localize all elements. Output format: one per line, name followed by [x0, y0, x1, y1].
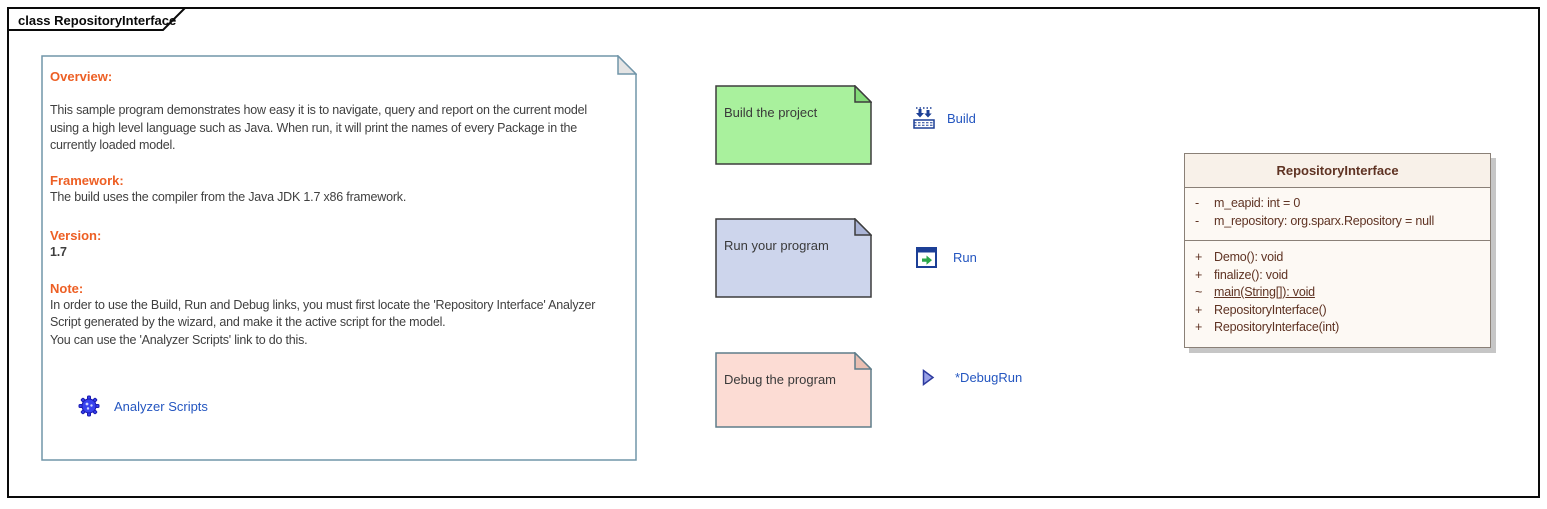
methods-compartment: + Demo(): void + finalize(): void ~ main…	[1185, 240, 1490, 347]
run-link[interactable]: Run	[953, 250, 977, 265]
attribute-text: m_repository: org.sparx.Repository = nul…	[1214, 213, 1435, 228]
analyzer-scripts-link[interactable]: Analyzer Scripts	[114, 398, 208, 414]
overview-body: This sample program demonstrates how eas…	[50, 103, 587, 152]
method-row: + RepositoryInterface()	[1185, 302, 1486, 320]
overview-heading: Overview:	[50, 69, 113, 84]
sticky-note-debug[interactable]: Debug the program	[715, 352, 872, 428]
visibility-symbol: -	[1195, 196, 1199, 210]
build-link[interactable]: Build	[947, 110, 976, 126]
method-text-static: main(String[]): void	[1214, 285, 1315, 299]
method-text: Demo(): void	[1214, 250, 1284, 264]
note-body: In order to use the Build, Run and Debug…	[50, 297, 596, 347]
framework-heading: Framework:	[50, 172, 124, 188]
build-icon	[913, 107, 935, 129]
attributes-compartment: - m_eapid: int = 0 - m_repository: org.s…	[1185, 188, 1490, 240]
method-row: + finalize(): void	[1185, 267, 1486, 285]
frame-label: class RepositoryInterface	[18, 13, 177, 28]
class-title: RepositoryInterface	[1276, 163, 1399, 178]
visibility-symbol: +	[1195, 320, 1203, 334]
class-repositoryinterface[interactable]: RepositoryInterface - m_eapid: int = 0 -…	[1184, 153, 1491, 348]
method-text: finalize(): void	[1214, 267, 1288, 282]
method-row: + Demo(): void	[1185, 249, 1486, 267]
documentation-note[interactable]: Overview: This sample program demonstrat…	[41, 55, 637, 461]
analyzer-scripts-link-row: Analyzer Scripts	[78, 395, 617, 417]
note-content: Overview: This sample program demonstrat…	[50, 68, 617, 417]
note-shape	[715, 352, 872, 428]
visibility-symbol: +	[1195, 267, 1203, 282]
attribute-text: m_eapid: int = 0	[1214, 196, 1301, 210]
sticky-note-build[interactable]: Build the project	[715, 85, 872, 165]
sticky-note-text: Run your program	[724, 238, 829, 253]
debug-run-link[interactable]: *DebugRun	[955, 370, 1023, 385]
method-text: RepositoryInterface()	[1214, 302, 1327, 317]
visibility-symbol: ~	[1195, 285, 1203, 299]
class-header: RepositoryInterface	[1185, 154, 1490, 188]
build-link-row: Build	[913, 107, 976, 129]
version-heading: Version:	[50, 228, 102, 243]
visibility-symbol: -	[1195, 213, 1199, 228]
version-body: 1.7	[50, 245, 67, 259]
note-shape	[715, 85, 872, 165]
visibility-symbol: +	[1195, 250, 1203, 264]
note-shape	[715, 218, 872, 298]
method-row: ~ main(String[]): void	[1185, 284, 1486, 302]
attribute-row: - m_eapid: int = 0	[1185, 195, 1486, 213]
note-heading: Note:	[50, 280, 84, 296]
run-link-row: Run	[916, 247, 977, 268]
frame-tab-shape	[7, 7, 188, 31]
framework-body: The build uses the compiler from the Jav…	[50, 189, 407, 204]
visibility-symbol: +	[1195, 302, 1203, 317]
run-icon	[916, 247, 937, 268]
method-text: RepositoryInterface(int)	[1214, 320, 1340, 334]
note-shape	[41, 55, 637, 461]
sticky-note-text: Build the project	[724, 105, 818, 120]
debug-run-link-row: *DebugRun	[922, 369, 1022, 386]
method-row: + RepositoryInterface(int)	[1185, 319, 1486, 337]
attribute-row: - m_repository: org.sparx.Repository = n…	[1185, 213, 1486, 231]
sticky-note-run[interactable]: Run your program	[715, 218, 872, 298]
sticky-note-text: Debug the program	[724, 372, 837, 387]
gear-icon	[78, 395, 100, 417]
debug-run-icon	[922, 369, 935, 386]
